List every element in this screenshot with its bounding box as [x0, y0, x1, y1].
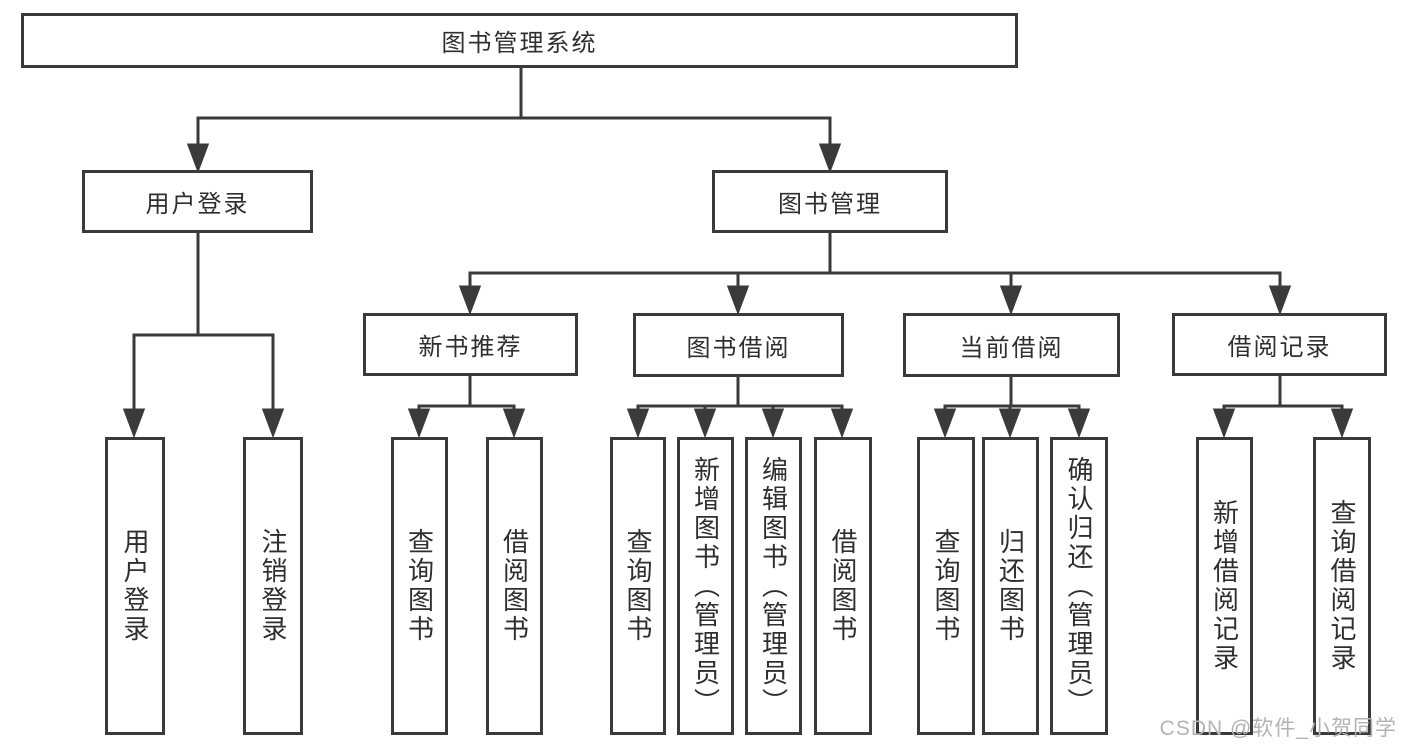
csdn-watermark: CSDN @软件_小贺同学	[1159, 717, 1397, 740]
node-new-book-recommend: 新书推荐	[363, 313, 578, 376]
leaf-query-books-recommend: 查询图书	[391, 437, 448, 735]
leaf-query-borrow-record: 查询借阅记录	[1313, 437, 1371, 735]
node-user-login: 用户登录	[82, 170, 313, 233]
leaf-logout: 注销登录	[243, 437, 303, 735]
node-borrow-records: 借阅记录	[1172, 313, 1387, 376]
node-current-borrow: 当前借阅	[903, 313, 1120, 377]
leaf-add-borrow-record: 新增借阅记录	[1196, 437, 1253, 735]
leaf-query-books-borrow: 查询图书	[610, 437, 666, 735]
leaf-add-books-admin: 新增图书（管理员）	[677, 437, 734, 735]
leaf-user-login: 用户登录	[105, 437, 165, 735]
node-book-borrow: 图书借阅	[633, 313, 844, 377]
node-library-system: 图书管理系统	[21, 13, 1018, 68]
leaf-return-books: 归还图书	[982, 437, 1039, 735]
node-book-management: 图书管理	[712, 170, 948, 233]
leaf-query-books-current: 查询图书	[917, 437, 975, 735]
leaf-edit-books-admin: 编辑图书（管理员）	[745, 437, 802, 735]
leaf-borrow-books: 借阅图书	[814, 437, 872, 735]
leaf-confirm-return-admin: 确认归还（管理员）	[1050, 437, 1108, 735]
leaf-borrow-books-recommend: 借阅图书	[486, 437, 543, 735]
